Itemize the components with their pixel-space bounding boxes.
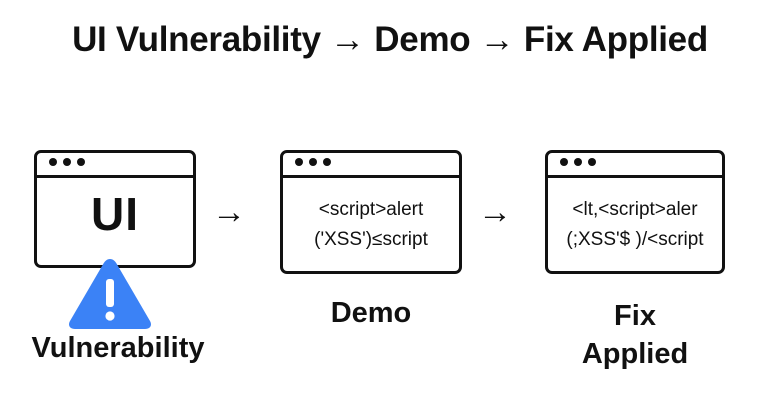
arrow-right-icon: → (212, 193, 246, 231)
arrow-right-icon: → (478, 193, 512, 231)
warning-triangle-icon (69, 259, 151, 329)
label-line: Fix (614, 300, 656, 332)
window-title-bar (548, 153, 722, 178)
code-line: (;XSS'$ )/<script (566, 228, 704, 250)
label-vulnerability: Vulnerability (31, 332, 205, 364)
window-demo: <script>alert ('XSS')≤script (280, 150, 462, 274)
window-vulnerability: UI (34, 150, 196, 268)
window-ui-text: UI (91, 187, 139, 240)
window-title-bar (37, 153, 193, 178)
window-dots-icon (49, 158, 85, 166)
window-title-bar (283, 153, 459, 178)
window-fix-applied: <lt,<script>aler (;XSS'$ )/<script (545, 150, 725, 274)
window-dots-icon (560, 158, 596, 166)
code-line: <lt,<script>aler (572, 198, 698, 220)
diagram-title: UI Vulnerability → Demo → Fix Applied (72, 20, 708, 59)
label-demo: Demo (330, 297, 412, 329)
window-dots-icon (295, 158, 331, 166)
label-line: Applied (581, 338, 689, 370)
code-line: <script>alert (318, 198, 424, 220)
code-line: ('XSS')≤script (314, 228, 428, 250)
label-fix-applied: Fix Applied (560, 297, 710, 373)
